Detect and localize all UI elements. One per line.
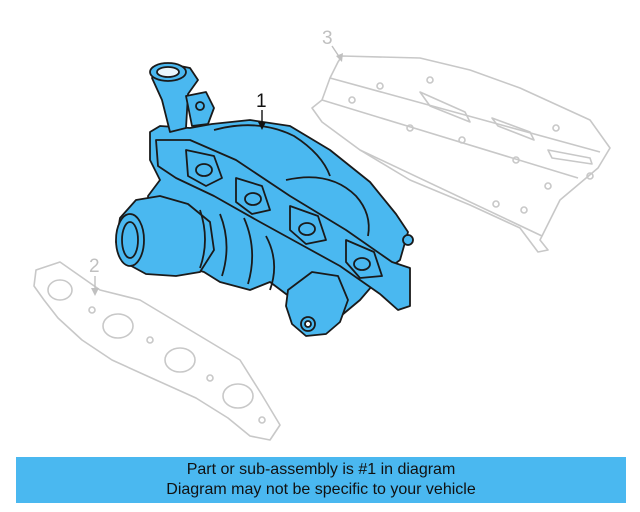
callout-1: 1 (256, 91, 267, 130)
callout-3: 3 (322, 28, 343, 62)
parts-diagram: 1 2 3 (33, 28, 611, 441)
callout-2-label: 2 (89, 256, 100, 277)
gasket-part-2[interactable] (33, 261, 281, 441)
banner-line-2: Diagram may not be specific to your vehi… (166, 481, 476, 498)
disclaimer-banner: Part or sub-assembly is #1 in diagram Di… (16, 457, 626, 503)
turbo-manifold-part-1[interactable] (115, 62, 414, 337)
callout-3-label: 3 (322, 28, 333, 49)
callout-2: 2 (89, 256, 100, 296)
callout-1-label: 1 (256, 91, 267, 112)
heat-shield-part-3[interactable] (311, 55, 611, 253)
banner-line-1: Part or sub-assembly is #1 in diagram (186, 461, 456, 478)
